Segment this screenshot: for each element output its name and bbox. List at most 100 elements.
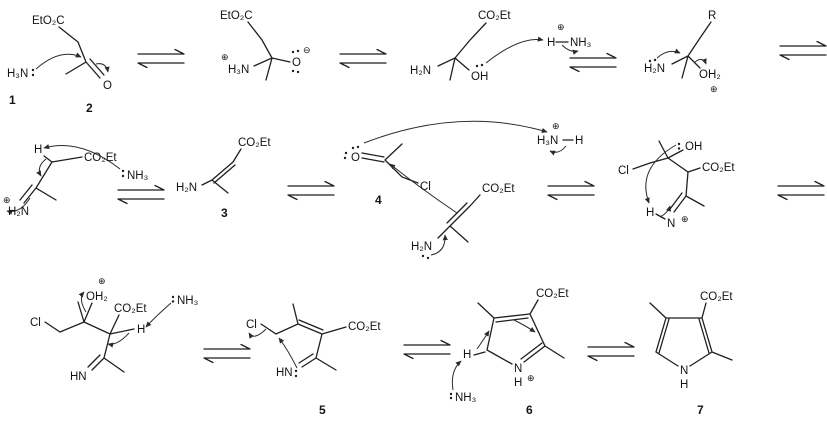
curved-arrow (644, 144, 677, 204)
compound-number: 1 (9, 93, 16, 107)
bonds (437, 22, 487, 81)
curved-arrow (95, 63, 110, 73)
structure-enamine-3: H₂N CO₂Et 3 (176, 137, 271, 220)
ammonia-label: NH₃ (177, 295, 199, 307)
ester-label: EtO₂C (220, 10, 253, 22)
equilibrium-arrow (117, 184, 165, 205)
curved-arrow (549, 145, 567, 156)
structure-ketone-amine-attack: EtO₂C H₃N O 1 2 (7, 15, 112, 115)
amine-label: H₂N (644, 63, 665, 75)
compound-number: 3 (221, 206, 228, 220)
oxide-label: O (292, 57, 301, 69)
ester-label: CO₂Et (114, 303, 147, 315)
ammonia-label: NH₃ (455, 392, 477, 404)
equilibrium-arrow (777, 180, 825, 201)
curved-arrow (485, 36, 544, 64)
curved-arrow (35, 52, 82, 70)
lone-pair-dots (475, 63, 484, 68)
equilibrium-arrow (547, 180, 595, 201)
bonds (44, 301, 135, 373)
structure-iminium-deprotonation: H CO₂Et NH₃ ⊕ H₂N (3, 144, 149, 218)
ammonia-label: NH₃ (127, 170, 149, 182)
bonds (671, 21, 712, 79)
amine-label: H₂N (176, 182, 197, 194)
compound-number: 7 (697, 403, 704, 417)
curved-arrow (659, 205, 672, 218)
ester-label: CO₂Et (478, 10, 511, 22)
curved-arrow (36, 158, 47, 177)
curved-arrow (430, 234, 448, 256)
curved-arrow (107, 332, 130, 348)
equilibrium-arrow (203, 343, 251, 364)
bonds (632, 140, 705, 220)
ester-label: CO₂Et (84, 152, 117, 164)
curved-arrow-long (363, 120, 548, 144)
structure-aldol-adduct: OH Cl CO₂Et H N ⊕ (618, 140, 735, 230)
hydroxyl-label: OH (685, 141, 702, 153)
lone-pair-dots (421, 254, 430, 260)
curved-arrow (278, 337, 298, 369)
bonds (473, 299, 565, 365)
chloro-label: Cl (246, 319, 257, 331)
amine-label: H₂N (411, 241, 432, 253)
curved-arrow (145, 302, 172, 328)
proton-label: H (34, 144, 42, 156)
ester-label: CO₂Et (238, 137, 271, 149)
curved-arrow (78, 291, 87, 313)
plus-charge: ⊕ (552, 121, 560, 131)
structure-dehydration: Cl OH₂ ⊕ CO₂Et H NH₃ HN (30, 276, 199, 383)
plus-charge: ⊕ (98, 276, 106, 286)
ester-label: CO₂Et (348, 321, 381, 333)
bonds-enamine (437, 194, 481, 243)
curved-arrow (513, 319, 536, 333)
water-label: OH₂ (86, 291, 108, 303)
oxygen-label: O (351, 152, 360, 164)
plus-charge: ⊕ (681, 214, 689, 224)
equilibrium-arrow (137, 48, 185, 69)
compound-number: 6 (526, 403, 533, 417)
compound-number: 4 (375, 193, 382, 207)
bonds (260, 303, 347, 371)
proton-label: H (646, 207, 654, 219)
water-label: OH₂ (699, 69, 721, 81)
ester-label: CO₂Et (482, 183, 515, 195)
bonds-chloroketone (361, 143, 419, 184)
plus-charge: ⊕ (557, 22, 565, 32)
curved-arrow (694, 58, 707, 65)
plus-charge: ⊕ (221, 52, 229, 62)
curved-arrow (561, 44, 579, 55)
plus-charge: ⊕ (3, 195, 11, 205)
oxygen-label: O (103, 80, 112, 92)
equilibrium-arrow (587, 341, 635, 362)
equilibrium-arrow (287, 180, 335, 201)
r-group-label: R (708, 10, 716, 22)
lone-pair-dots (343, 145, 360, 160)
equilibrium-arrow (569, 52, 617, 73)
curved-arrow (248, 328, 267, 339)
bonds (19, 155, 83, 204)
nitrogen-label: N (667, 218, 675, 230)
ester-label: CO₂Et (536, 288, 569, 300)
compound-number: 2 (86, 101, 93, 115)
bonds (247, 21, 291, 81)
chloro-label: Cl (30, 317, 41, 329)
curved-arrow (389, 163, 458, 214)
bonds (201, 148, 242, 194)
curved-arrow (656, 48, 681, 59)
nh-proton-label: H (680, 379, 688, 391)
chloro-label: Cl (420, 181, 431, 193)
equilibrium-arrow (339, 48, 387, 69)
structure-aminol-protonation: CO₂Et H₂N OH H NH₃ ⊕ (410, 10, 592, 83)
proton-label: H (575, 135, 583, 147)
structure-pyrrole-7: CO₂Et N H 7 (649, 291, 733, 417)
ammonium-label: H₃N (228, 64, 249, 76)
nitrogen-label: N (680, 365, 688, 377)
ammonia-label: NH₃ (570, 37, 592, 49)
imine-label: HN (70, 371, 87, 383)
proton-label: H (463, 349, 471, 361)
equilibrium-arrow (779, 40, 827, 61)
equilibrium-arrow (403, 339, 451, 360)
lone-pair-dots (648, 58, 657, 63)
